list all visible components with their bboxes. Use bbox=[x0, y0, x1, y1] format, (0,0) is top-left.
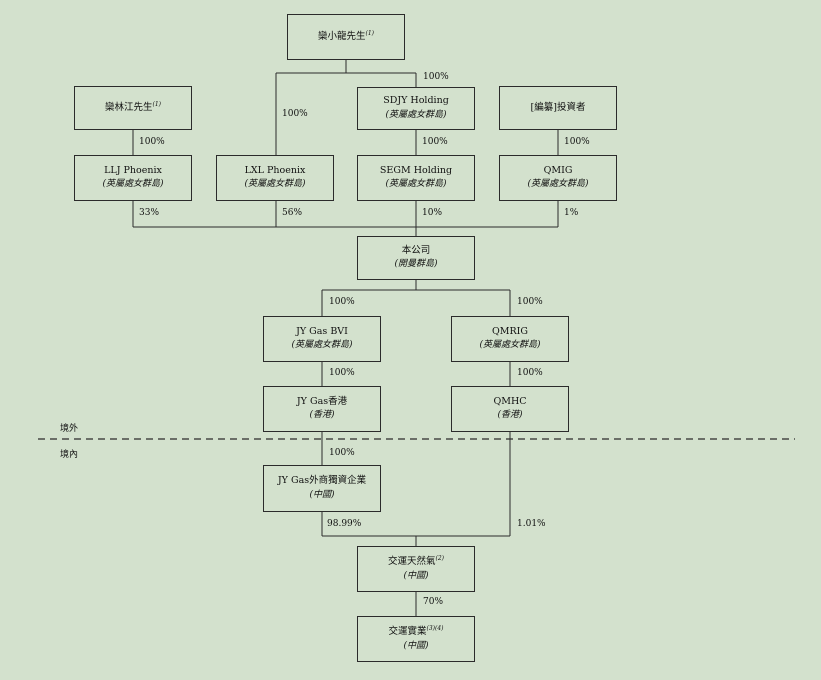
node-qmhc: QMHC (香港) bbox=[451, 386, 569, 432]
pct-label: 100% bbox=[282, 109, 308, 119]
region-label-offshore: 境外 bbox=[60, 424, 79, 434]
pct-label: 100% bbox=[517, 368, 543, 378]
node-qmrig: QMRIG (英屬處女群島) bbox=[451, 316, 569, 362]
node-name: QMIG bbox=[543, 164, 573, 176]
node-luan-xiaolong: 欒小龍先生(1) bbox=[287, 14, 405, 60]
node-jurisdiction: (英屬處女群島) bbox=[527, 179, 589, 190]
node-jurisdiction: (英屬處女群島) bbox=[385, 109, 447, 120]
pct-label: 100% bbox=[564, 137, 590, 147]
node-name: 交運天然氣 bbox=[387, 556, 436, 568]
node-segm-holding: SEGM Holding (英屬處女群島) bbox=[357, 155, 475, 201]
node-jurisdiction: (英屬處女群島) bbox=[385, 179, 447, 190]
node-jygas-bvi: JY Gas BVI (英屬處女群島) bbox=[263, 316, 381, 362]
node-name: JY Gas香港 bbox=[296, 395, 348, 407]
node-jygas-hk: JY Gas香港 (香港) bbox=[263, 386, 381, 432]
pct-label: 33% bbox=[139, 208, 160, 218]
node-name: 本公司 bbox=[401, 244, 431, 256]
footnote-marker: (3)(4) bbox=[426, 625, 444, 633]
pct-label: 70% bbox=[423, 597, 444, 607]
node-jiaoyun-industry: 交運實業(3)(4) (中國) bbox=[357, 616, 475, 662]
pct-label: 98.99% bbox=[327, 519, 362, 529]
node-jurisdiction: (香港) bbox=[497, 410, 523, 421]
node-name: 交運實業 bbox=[388, 626, 427, 638]
node-qmig: QMIG (英屬處女群島) bbox=[499, 155, 617, 201]
footnote-marker: (1) bbox=[365, 30, 375, 38]
node-name: JY Gas BVI bbox=[296, 325, 348, 337]
pct-label: 100% bbox=[423, 72, 449, 82]
node-name: 欒林江先生 bbox=[104, 102, 153, 114]
node-sdjy-holding: SDJY Holding (英屬處女群島) bbox=[357, 87, 475, 130]
node-jurisdiction: (中國) bbox=[403, 570, 429, 581]
pct-label: 56% bbox=[282, 208, 303, 218]
pct-label: 1.01% bbox=[517, 519, 546, 529]
node-company: 本公司 (開曼群島) bbox=[357, 236, 475, 280]
pct-label: 100% bbox=[422, 137, 448, 147]
pct-label: 100% bbox=[329, 448, 355, 458]
node-jurisdiction: (英屬處女群島) bbox=[102, 179, 164, 190]
node-name: SDJY Holding bbox=[383, 95, 449, 107]
node-investor: [編纂]投資者 bbox=[499, 86, 617, 130]
node-name: LLJ Phoenix bbox=[104, 164, 162, 176]
node-name: SEGM Holding bbox=[379, 164, 453, 176]
pct-label: 100% bbox=[329, 368, 355, 378]
node-name: QMHC bbox=[493, 395, 527, 407]
node-jygas-wfoe: JY Gas外商獨資企業 (中國) bbox=[263, 465, 381, 512]
region-label-onshore: 境內 bbox=[60, 450, 79, 460]
pct-label: 10% bbox=[422, 208, 443, 218]
pct-label: 100% bbox=[139, 137, 165, 147]
node-name: LXL Phoenix bbox=[244, 164, 306, 176]
node-jurisdiction: (中國) bbox=[309, 489, 335, 500]
node-jurisdiction: (香港) bbox=[309, 410, 335, 421]
node-luan-linjiang: 欒林江先生(1) bbox=[74, 86, 192, 130]
node-jurisdiction: (中國) bbox=[403, 640, 429, 651]
node-name: 欒小龍先生 bbox=[317, 31, 366, 43]
footnote-marker: (2) bbox=[435, 555, 445, 563]
pct-label: 100% bbox=[517, 297, 543, 307]
pct-label: 100% bbox=[329, 297, 355, 307]
node-jurisdiction: (英屬處女群島) bbox=[479, 340, 541, 351]
node-jurisdiction: (開曼群島) bbox=[394, 259, 438, 270]
footnote-marker: (1) bbox=[152, 101, 162, 109]
node-name: QMRIG bbox=[491, 325, 528, 337]
node-jurisdiction: (英屬處女群島) bbox=[244, 179, 306, 190]
node-name: [編纂]投資者 bbox=[530, 101, 586, 113]
node-name: JY Gas外商獨資企業 bbox=[277, 475, 367, 487]
pct-label: 1% bbox=[564, 208, 579, 218]
node-jurisdiction: (英屬處女群島) bbox=[291, 340, 353, 351]
node-jiaoyun-gas: 交運天然氣(2) (中國) bbox=[357, 546, 475, 592]
node-lxl-phoenix: LXL Phoenix (英屬處女群島) bbox=[216, 155, 334, 201]
node-llj-phoenix: LLJ Phoenix (英屬處女群島) bbox=[74, 155, 192, 201]
